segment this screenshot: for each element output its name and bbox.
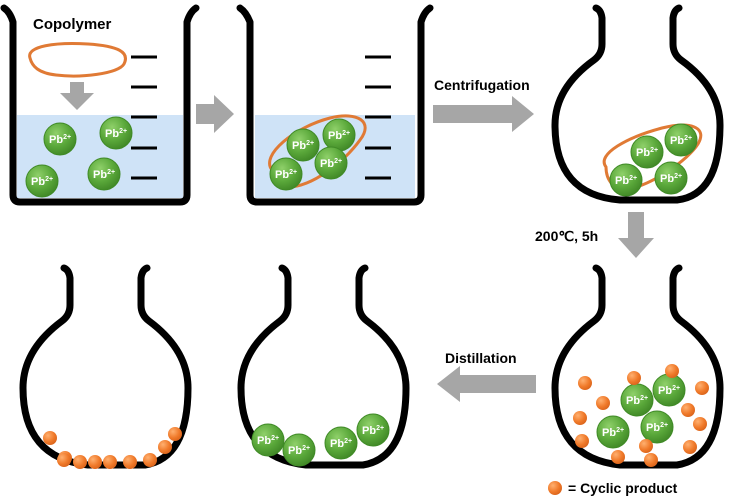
pb-ion: Pb2+ — [652, 373, 686, 407]
legend: = Cyclic product — [548, 480, 678, 496]
arrow-heating — [618, 212, 654, 258]
pb-ion: Pb2+ — [356, 413, 390, 447]
pb-ion: Pb2+ — [664, 123, 698, 157]
cyclic-product-droplet — [644, 453, 658, 467]
copolymer-loop — [28, 42, 127, 78]
droplets-layer — [43, 364, 709, 469]
cyclic-product-droplet — [683, 440, 697, 454]
arrow-distillation — [437, 366, 536, 402]
down-arrow — [60, 82, 94, 110]
pb-ion: Pb2+ — [620, 383, 654, 417]
pb-ion-circle — [664, 123, 698, 157]
cyclic-product-droplet — [639, 439, 653, 453]
cyclic-product-droplet — [596, 396, 610, 410]
pb-ion-circle — [251, 423, 285, 457]
pb-ion: Pb2+ — [286, 128, 320, 162]
cyclic-product-droplet — [578, 376, 592, 390]
pb-ion-circle — [314, 146, 348, 180]
pb-ion-circle — [640, 410, 674, 444]
cyclic-product-droplet — [693, 417, 707, 431]
pb-ion: Pb2+ — [596, 415, 630, 449]
cyclic-product-droplet — [573, 411, 587, 425]
pb-ion: Pb2+ — [269, 157, 303, 191]
pb-ion-circle — [25, 164, 59, 198]
legend-droplet — [548, 481, 562, 495]
pb-ion-circle — [99, 116, 133, 150]
cyclic-product-droplet — [123, 455, 137, 469]
legend-label: = Cyclic product — [568, 480, 678, 496]
pb-ion: Pb2+ — [324, 426, 358, 460]
pb-ion: Pb2+ — [99, 116, 133, 150]
pb-ion: Pb2+ — [314, 146, 348, 180]
pb-ion: Pb2+ — [251, 423, 285, 457]
pb-ion-circle — [282, 433, 316, 467]
cyclic-product-droplet — [611, 450, 625, 464]
cyclic-product-droplet — [73, 455, 87, 469]
ions-layer: Pb2+Pb2+Pb2+Pb2+Pb2+Pb2+Pb2+Pb2+Pb2+Pb2+… — [25, 116, 698, 467]
cyclic-product-droplet — [143, 453, 157, 467]
cyclic-product-droplet — [627, 371, 641, 385]
cyclic-product-droplet — [43, 431, 57, 445]
beaker-2-outline — [236, 4, 434, 206]
pb-ion: Pb2+ — [322, 118, 356, 152]
pb-ion-circle — [596, 415, 630, 449]
label-distillation: Distillation — [445, 350, 517, 366]
label-heating: 200℃, 5h — [535, 228, 598, 244]
pb-ion-circle — [609, 163, 643, 197]
pb-ion-circle — [269, 157, 303, 191]
pb-ion: Pb2+ — [87, 157, 121, 191]
pb-ion-circle — [630, 135, 664, 169]
arrow-centrifugation — [433, 96, 534, 132]
flask-top-right-outline — [551, 4, 724, 204]
cyclic-product-droplet — [88, 455, 102, 469]
cyclic-product-droplet — [695, 381, 709, 395]
cyclic-product-droplet — [103, 455, 117, 469]
pb-ion: Pb2+ — [630, 135, 664, 169]
flask-bottom-middle-outline — [237, 264, 410, 469]
flask-bottom-right-outline — [551, 264, 724, 469]
cyclic-product-droplet — [158, 440, 172, 454]
pb-ion-circle — [324, 426, 358, 460]
beaker-1-graduations — [131, 55, 157, 180]
cyclic-product-droplet — [575, 434, 589, 448]
cyclic-product-droplet — [665, 364, 679, 378]
cyclic-product-droplet — [57, 453, 71, 467]
pb-ion-circle — [43, 122, 77, 156]
pb-ion-circle — [87, 157, 121, 191]
arrow-beaker1-to-beaker2 — [196, 95, 234, 133]
pb-ion: Pb2+ — [282, 433, 316, 467]
cyclic-product-droplet — [168, 427, 182, 441]
label-copolymer: Copolymer — [33, 16, 112, 33]
cyclic-product-droplet — [681, 403, 695, 417]
pb-ion: Pb2+ — [43, 122, 77, 156]
pb-ion-circle — [356, 413, 390, 447]
pb-ion: Pb2+ — [640, 410, 674, 444]
pb-ion-circle — [654, 161, 688, 195]
label-centrifugation: Centrifugation — [434, 77, 530, 93]
pb-ion-circle — [286, 128, 320, 162]
pb-ion: Pb2+ — [609, 163, 643, 197]
pb-ion: Pb2+ — [654, 161, 688, 195]
beaker-1-outline — [0, 4, 200, 206]
flask-bottom-left-outline — [19, 264, 192, 469]
pb-ion: Pb2+ — [25, 164, 59, 198]
beaker-2-graduations — [365, 55, 391, 180]
